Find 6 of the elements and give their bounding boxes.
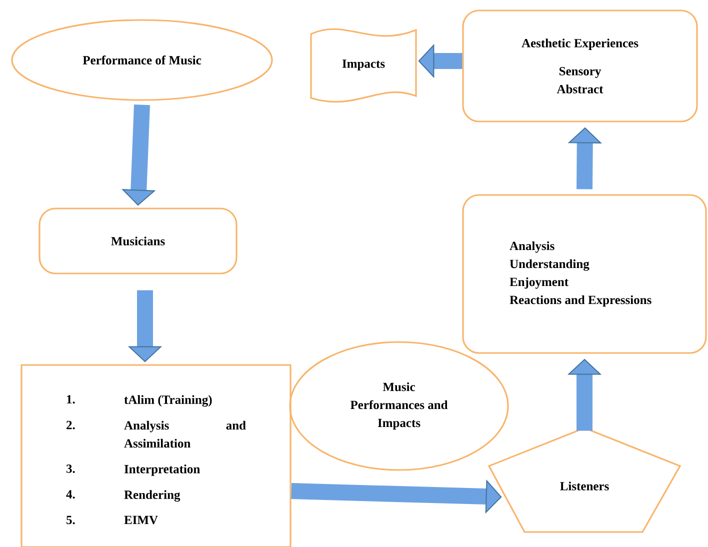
rounded-box: Musicians	[38, 208, 238, 274]
ellipse-node: Performance of Music	[11, 19, 273, 101]
rounded-box: Analysis Understanding Enjoyment Reactions and Expressions	[462, 194, 707, 354]
rounded-box: Aesthetic Experiences Sensory Abstract	[462, 10, 698, 122]
list-box: 1. tAlim (Training) 2. Analysis and Assimilation 3. Interpretation 4. Rendering 5. EIMV	[20, 364, 292, 547]
ellipse-node: Music Performances and Impacts	[289, 341, 509, 471]
